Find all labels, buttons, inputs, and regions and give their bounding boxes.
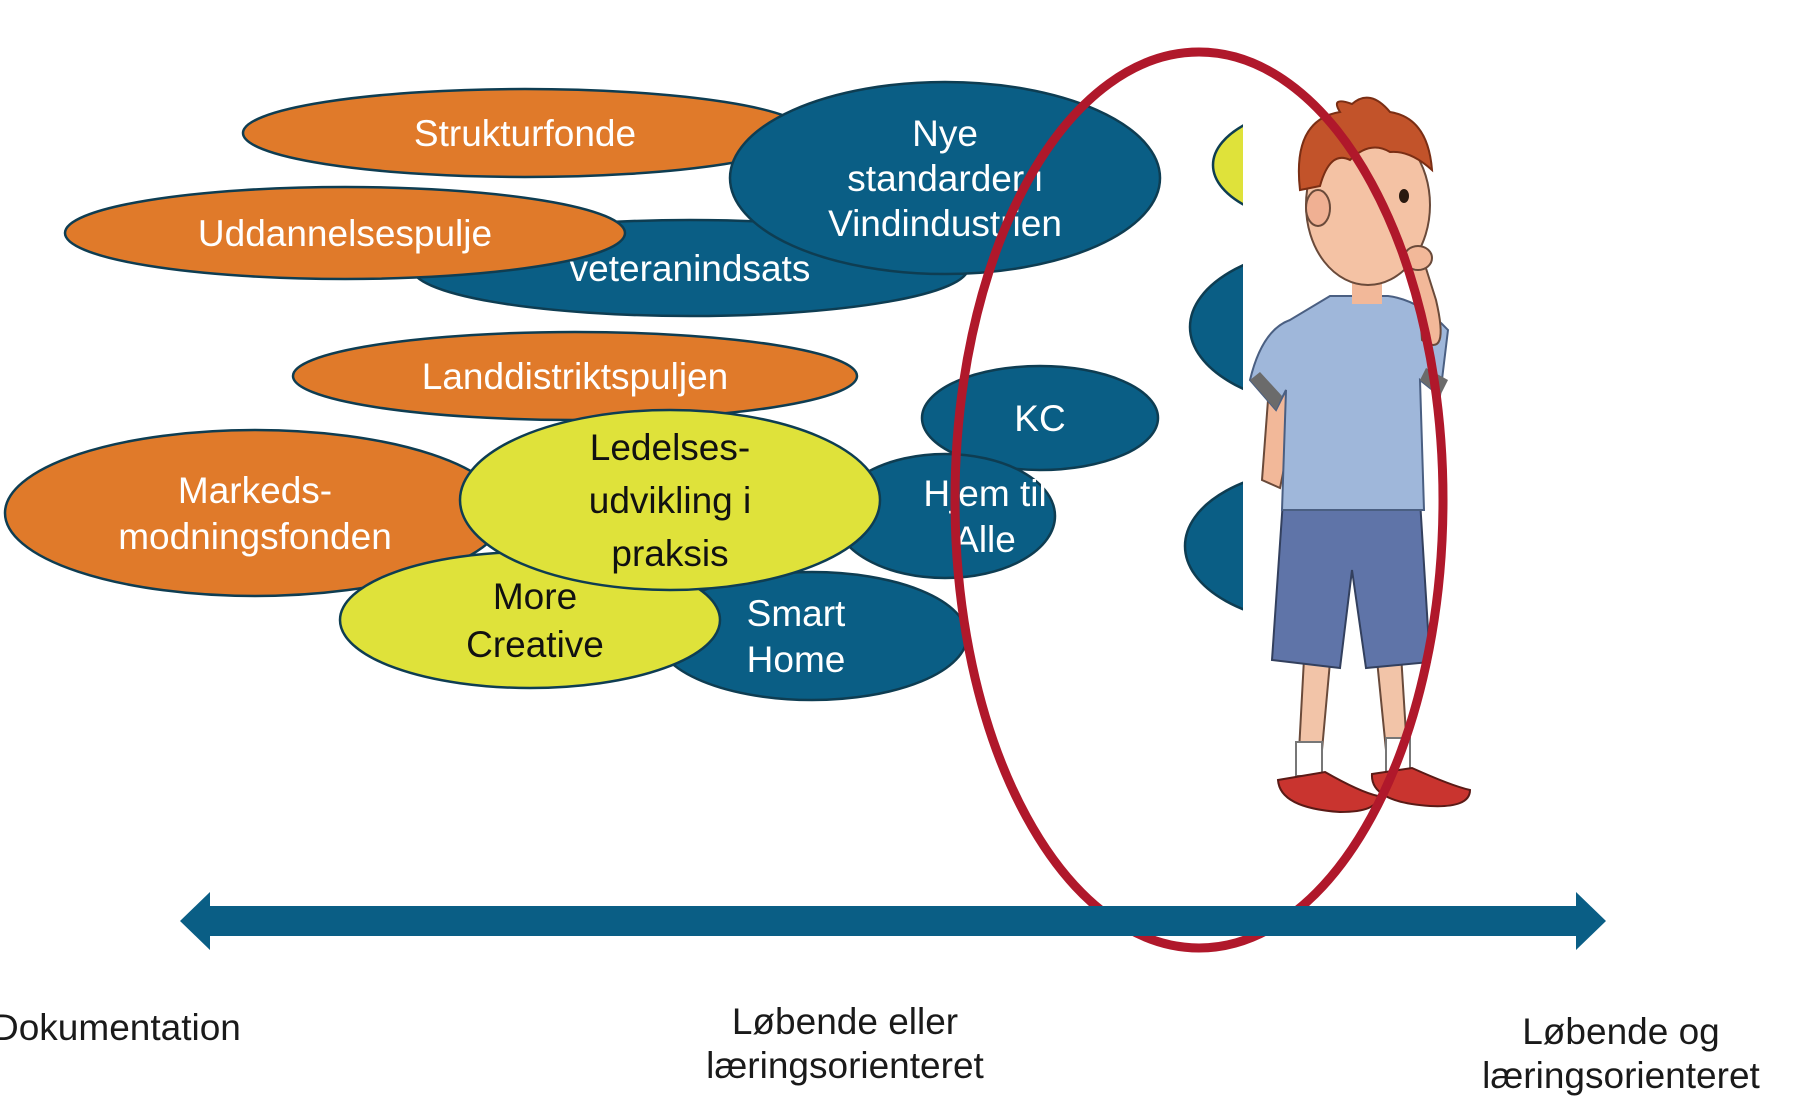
boy-ear bbox=[1305, 189, 1331, 227]
bubble-label-smart-home-line-1: Smart bbox=[747, 593, 846, 634]
bubble-label-more-creative-line-2: Creative bbox=[466, 624, 604, 665]
bubble-label-nye-standarder-line-3: Vindindustrien bbox=[828, 203, 1062, 244]
axis-label-left: Dokumentation bbox=[0, 1007, 241, 1048]
bubble-label-ledelsesudvikling-line-1: Ledelses- bbox=[590, 427, 750, 468]
bubble-label-ledelsesudvikling-line-3: praksis bbox=[611, 533, 728, 574]
bubble-shape-uddannelsespulje bbox=[63, 185, 627, 281]
bubble-label-nye-standarder-line-2: standarder i bbox=[847, 158, 1042, 199]
bubble-strukturfonde: Strukturfonde bbox=[241, 87, 809, 179]
bubble-kc: KC bbox=[920, 364, 1160, 472]
bubble-shape-ledelsesudvikling bbox=[458, 408, 882, 592]
axis-arrow bbox=[180, 892, 1606, 950]
bubble-landdistriktspuljen: Landdistriktspuljen bbox=[291, 330, 859, 422]
bubble-label-markedsmodningsfonden-line-2: modningsfonden bbox=[118, 516, 392, 557]
boy-eye bbox=[1399, 189, 1409, 203]
bubble-label-hjem-til-alle-line-1: Hjem til bbox=[923, 473, 1046, 514]
boy-left-sock bbox=[1295, 741, 1323, 777]
axis-label-middle: Løbende eller læringsorienteret bbox=[706, 1001, 984, 1086]
bubble-label-strukturfonde-line-1: Strukturfonde bbox=[414, 113, 636, 154]
boy-left-sleeve-band bbox=[1250, 372, 1282, 410]
bubble-label-uddannelsespulje-line-1: Uddannelsespulje bbox=[198, 213, 492, 254]
bubble-label-ledelsesudvikling-line-2: udvikling i bbox=[589, 480, 751, 521]
boy-shorts bbox=[1270, 499, 1432, 670]
boy-shirt bbox=[1248, 295, 1450, 511]
bubble-shape-nye-standarder bbox=[728, 80, 1162, 276]
highlight-ring bbox=[950, 47, 1448, 953]
bubble-label-veteranindsats-line-1: veteranindsats bbox=[570, 248, 811, 289]
bubble-label-landdistriktspuljen-line-1: Landdistriktspuljen bbox=[422, 356, 728, 397]
bubble-ledelsesudvikling: Ledelses-udvikling i praksis bbox=[458, 408, 882, 592]
bubble-label-hjem-til-alle-line-2: Alle bbox=[954, 519, 1016, 560]
bubble-shape-kc bbox=[920, 364, 1160, 472]
bubble-label-smart-home-line-2: Home bbox=[747, 639, 846, 680]
bubble-uddannelsespulje: Uddannelsespulje bbox=[63, 185, 627, 281]
bubble-label-kc-line-1: KC bbox=[1014, 398, 1065, 439]
axis-label-right: Løbende og læringsorienteret bbox=[1482, 1011, 1760, 1096]
bubble-label-more-creative-line-1: More bbox=[493, 576, 577, 617]
bubble-label-nye-standarder-line-1: Nye bbox=[912, 113, 978, 154]
bubble-markedsmodningsfonden: Markeds-modningsfonden bbox=[3, 428, 507, 598]
boy-left-shoe bbox=[1276, 770, 1380, 814]
bubble-label-markedsmodningsfonden-line-1: Markeds- bbox=[178, 470, 332, 511]
